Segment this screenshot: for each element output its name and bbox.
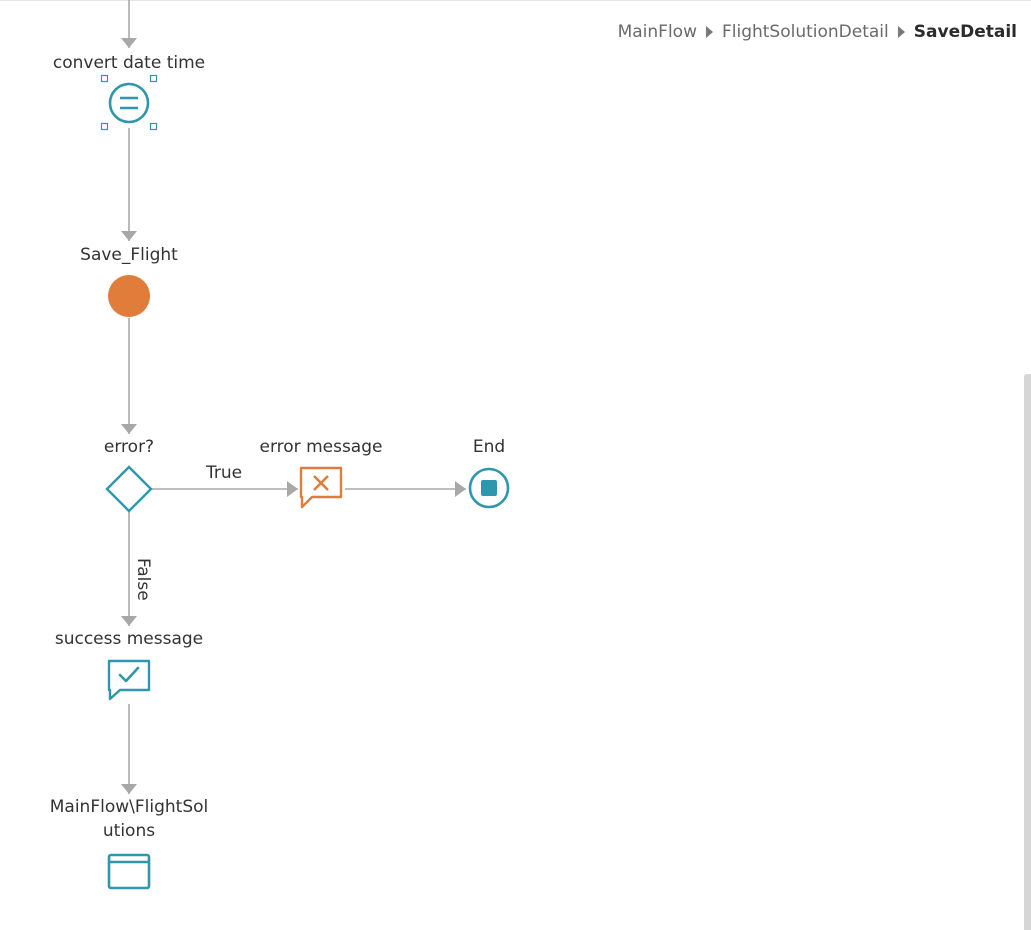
breadcrumb-item-flightsolutiondetail[interactable]: FlightSolutionDetail xyxy=(721,22,889,42)
arrowhead-icon xyxy=(455,481,466,497)
error-message-node-label: error message xyxy=(259,437,383,457)
arrowhead-icon xyxy=(121,424,137,434)
error-message-node[interactable] xyxy=(299,466,343,509)
destination-node-label-line1: MainFlow\FlightSol xyxy=(49,797,209,817)
arrowhead-icon xyxy=(121,231,137,241)
destination-node[interactable] xyxy=(107,853,151,890)
breadcrumb-item-mainflow[interactable]: MainFlow xyxy=(617,22,697,42)
check-icon xyxy=(118,666,140,683)
assign-node-label: convert date time xyxy=(52,53,206,73)
error-x-stroke-2 xyxy=(313,475,329,491)
canvas-top-border xyxy=(0,0,1031,1)
if-node-label: error? xyxy=(103,437,155,457)
selection-handle[interactable] xyxy=(100,122,109,131)
success-message-node[interactable] xyxy=(107,659,151,701)
connectors xyxy=(121,0,466,794)
selection-handle[interactable] xyxy=(100,74,109,83)
error-message-icon xyxy=(299,466,343,509)
assign-node[interactable] xyxy=(100,74,158,131)
if-diamond-icon xyxy=(105,465,153,513)
arrowhead-icon xyxy=(121,784,137,794)
screen-destination-icon xyxy=(107,853,151,890)
vertical-scrollbar[interactable] xyxy=(1024,374,1031,930)
selection-handle[interactable] xyxy=(149,74,158,83)
assign-icon xyxy=(108,82,150,124)
end-icon-stop xyxy=(481,480,497,496)
arrowhead-icon xyxy=(121,616,137,626)
breadcrumb-current: SaveDetail xyxy=(913,22,1017,42)
save-flight-node-label: Save_Flight xyxy=(80,245,178,265)
success-message-icon xyxy=(107,659,151,701)
end-node-label: End xyxy=(472,437,506,457)
success-message-node-label: success message xyxy=(54,629,204,649)
destination-node-label-line2: utions xyxy=(102,821,156,841)
false-branch-label: False xyxy=(133,558,153,601)
save-flight-node[interactable] xyxy=(108,275,150,317)
end-node[interactable] xyxy=(468,467,510,509)
true-branch-label: True xyxy=(206,463,243,483)
selection-handle[interactable] xyxy=(149,122,158,131)
arrowhead-icon xyxy=(287,481,298,497)
breadcrumb-separator-icon xyxy=(897,26,905,38)
server-action-icon xyxy=(108,275,150,317)
if-node[interactable] xyxy=(105,465,153,513)
arrowhead-icon xyxy=(121,38,137,48)
breadcrumb-separator-icon xyxy=(705,26,713,38)
breadcrumb: MainFlow FlightSolutionDetail SaveDetail xyxy=(618,20,1017,44)
